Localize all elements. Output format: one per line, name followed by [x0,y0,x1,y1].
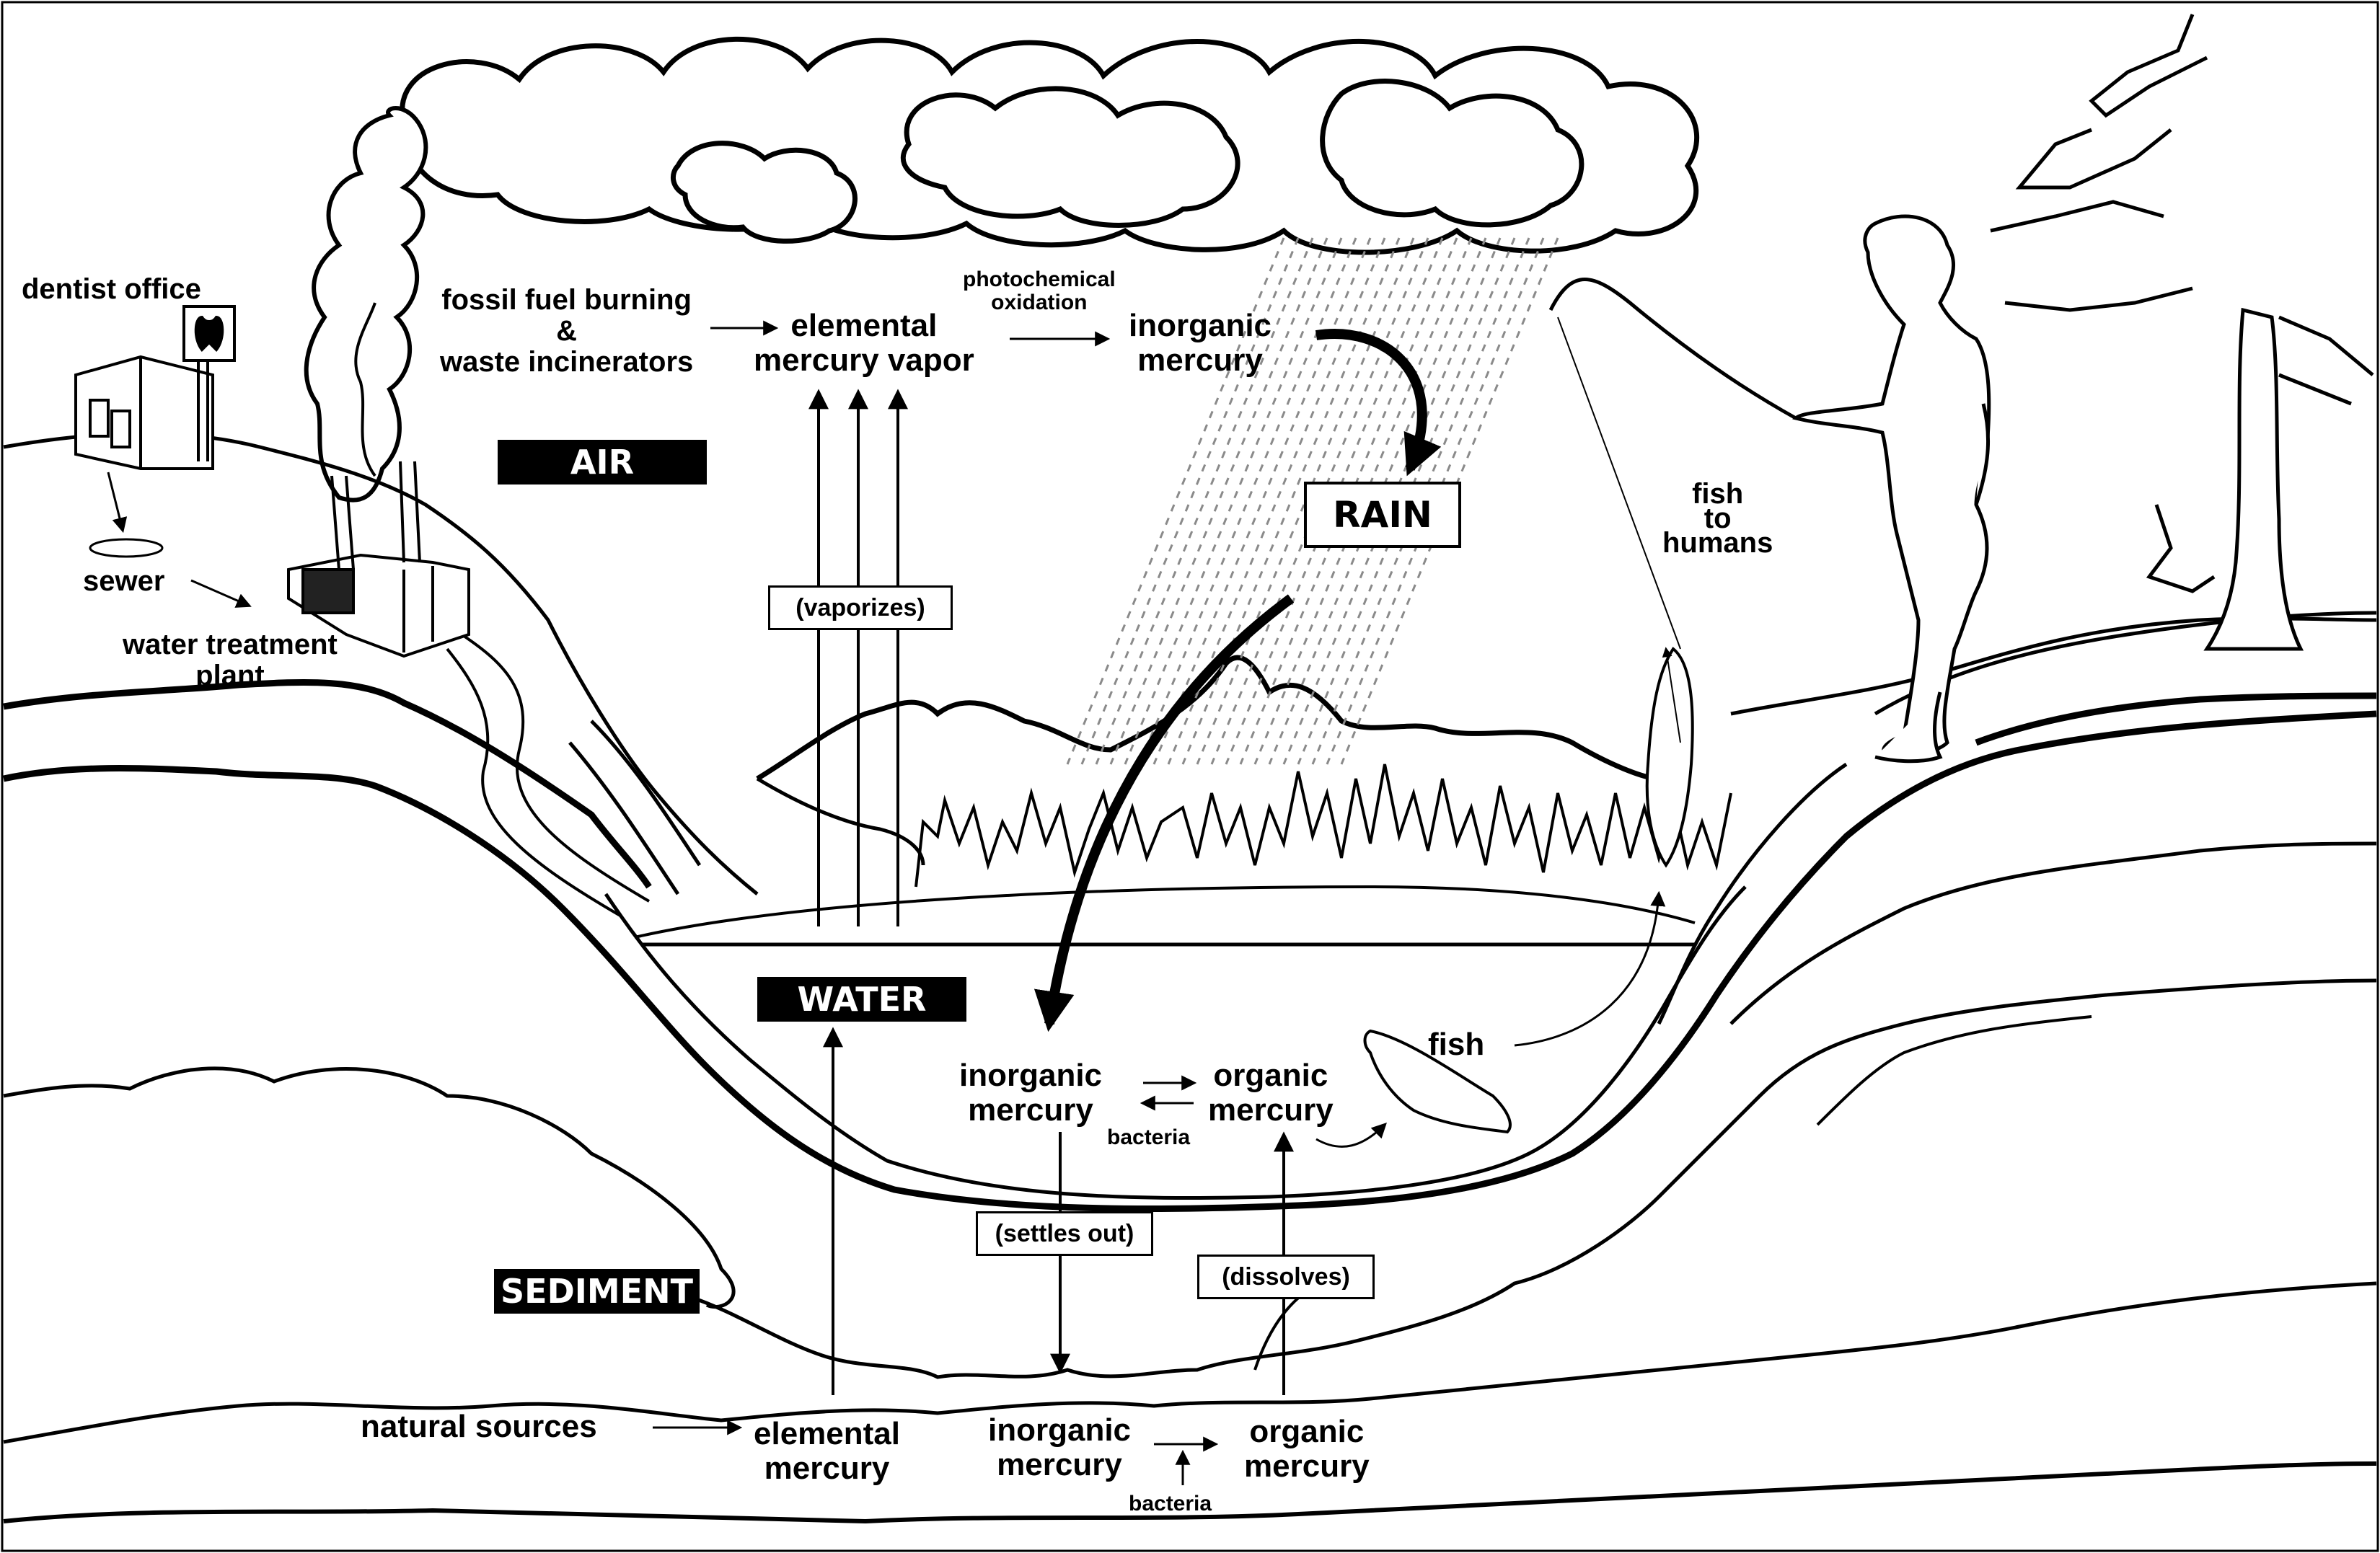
fish-label: fish [1428,1027,1485,1062]
bacteria-sediment-label: bacteria [1129,1492,1212,1516]
fish-icon [1363,1029,1512,1134]
smoke-plume [304,106,428,503]
fish-to-humans-label: fish to humans [1662,478,1773,559]
organic-mercury-water-label: organic mercury [1208,1058,1334,1128]
tree [1990,14,2374,651]
settles-out-label: (settles out) [976,1211,1153,1256]
dentist-office-label: dentist office [22,273,201,305]
jumping-fish [1645,647,1694,868]
flow-arrows [653,320,1681,1485]
rain-label: RAIN [1304,482,1461,548]
organic-mercury-sediment-label: organic mercury [1244,1414,1370,1484]
landscape [3,431,2377,1524]
sediment-zone-label: SEDIMENT [494,1269,700,1314]
natural-sources-label: natural sources [361,1409,597,1444]
elemental-mercury-sediment-label: elemental mercury [754,1416,900,1486]
inorganic-mercury-water-label: inorganic mercury [959,1058,1103,1128]
sewer-label: sewer [83,565,165,597]
air-zone-label: AIR [498,440,707,485]
water-treatment-plant-building [287,461,470,658]
sewer-icon [89,538,164,558]
vaporizes-label: (vaporizes) [768,585,953,630]
water-treatment-plant-label: water treatment plant [123,629,338,692]
dissolves-label: (dissolves) [1197,1255,1375,1299]
fossil-fuel-label: fossil fuel burning & waste incinerators [440,284,694,379]
inorganic-mercury-air-label: inorganic mercury [1129,308,1272,378]
water-zone-label: WATER [757,977,966,1022]
fisherman-figure [1792,214,1991,764]
photochemical-oxidation-label: photochemical oxidation [963,267,1116,315]
cloud-band [400,36,1700,255]
elemental-mercury-vapor-label: elemental mercury vapor [754,308,974,378]
fishing-rod [1548,278,1797,420]
inorganic-mercury-sediment-label: inorganic mercury [988,1412,1132,1482]
dentist-office-building [74,305,236,470]
bacteria-water-label: bacteria [1107,1125,1191,1149]
